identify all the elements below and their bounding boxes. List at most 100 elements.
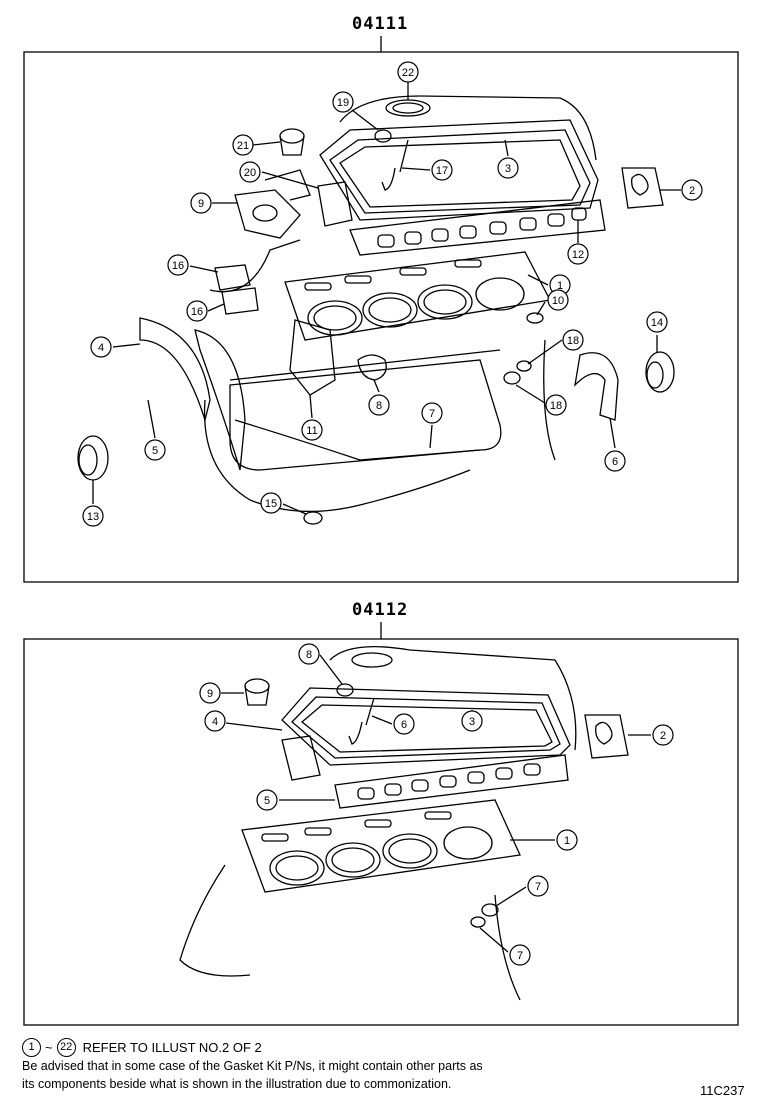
front-oil-seal-inner <box>78 444 98 476</box>
callout-top-20: 20 <box>239 161 261 183</box>
valve-cover-gasket-bottom <box>281 687 571 766</box>
o-ring <box>526 312 544 324</box>
cylinder-head-gasket <box>284 251 551 341</box>
svg-text:18: 18 <box>567 335 579 347</box>
callout-top-21: 21 <box>232 134 254 156</box>
callout-top-12: 12 <box>567 243 589 265</box>
illustration-code: 11C237 <box>700 1083 745 1098</box>
callout-top-18a: 18 <box>562 329 584 351</box>
svg-text:2: 2 <box>689 185 695 197</box>
callout-top-22: 22 <box>397 61 419 83</box>
svg-text:18: 18 <box>550 400 562 412</box>
reference-note: 1 ~ 22 REFER TO ILLUST NO.2 OF 2 <box>22 1038 483 1057</box>
svg-text:11: 11 <box>306 425 317 437</box>
svg-text:7: 7 <box>429 408 435 420</box>
exhaust-gasket <box>317 181 353 227</box>
exhaust-gasket-bottom <box>281 735 321 781</box>
small-gasket-16b <box>221 287 259 315</box>
panel-title-04111: 04111 <box>352 14 409 34</box>
callout-bottom-1: 1 <box>556 829 578 851</box>
oil-filler-cap <box>279 128 305 156</box>
leader-lines-top <box>92 82 681 515</box>
svg-text:19: 19 <box>337 97 349 109</box>
svg-text:7: 7 <box>535 881 541 893</box>
gasket-plate-hole <box>631 173 649 196</box>
oil-pump-gasket <box>357 354 387 381</box>
water-outlet-gasket <box>234 189 301 239</box>
cylinder-head-gasket-bottom <box>241 799 521 893</box>
callout-top-15: 15 <box>260 492 282 514</box>
callout-top-18b: 18 <box>545 394 567 416</box>
svg-text:3: 3 <box>505 163 511 175</box>
callout-top-16b: 16 <box>186 300 208 322</box>
svg-text:5: 5 <box>152 445 158 457</box>
callout-top-9: 9 <box>190 192 212 214</box>
svg-text:9: 9 <box>207 688 213 700</box>
svg-text:8: 8 <box>376 400 382 412</box>
drain-plug-gasket <box>303 511 323 525</box>
oil-filler-seal-inner <box>392 102 424 114</box>
rear-oil-seal <box>645 351 675 393</box>
callout-bottom-4: 4 <box>204 710 226 732</box>
intake-manifold-gasket-bottom <box>334 754 569 809</box>
callout-bottom-7b: 7 <box>509 944 531 966</box>
intake-manifold-gasket <box>349 199 606 256</box>
callout-top-14: 14 <box>646 311 668 333</box>
ref-text: REFER TO ILLUST NO.2 OF 2 <box>82 1039 262 1055</box>
water-outlet-pipe <box>264 169 311 201</box>
callout-top-2: 2 <box>681 179 703 201</box>
oil-filler-seal-bottom <box>351 652 393 668</box>
oil-pan-gasket <box>229 359 502 471</box>
gasket-plate-bottom <box>584 714 629 759</box>
dipstick-seal-bottom <box>348 697 375 745</box>
rear-cover-gasket <box>574 352 619 421</box>
svg-text:6: 6 <box>401 719 407 731</box>
advisory-line-1: Be advised that in some case of the Gask… <box>22 1059 483 1073</box>
callout-top-8: 8 <box>368 394 390 416</box>
svg-text:4: 4 <box>212 716 218 728</box>
panel-frame-04112 <box>23 638 739 1026</box>
callout-bottom-3: 3 <box>461 710 483 732</box>
svg-text:5: 5 <box>264 795 270 807</box>
engine-outline-bottom <box>179 646 577 1001</box>
svg-text:8: 8 <box>306 649 312 661</box>
callout-top-5: 5 <box>144 439 166 461</box>
o-ring-18a <box>503 371 521 385</box>
callout-top-19: 19 <box>332 91 354 113</box>
svg-text:21: 21 <box>237 140 249 152</box>
panel-frame-04111 <box>23 51 739 583</box>
svg-text:1: 1 <box>564 835 570 847</box>
o-ring-7a <box>481 903 499 917</box>
grommet <box>374 129 392 143</box>
callout-top-4: 4 <box>90 336 112 358</box>
svg-text:6: 6 <box>612 456 618 468</box>
callout-bottom-9: 9 <box>199 682 221 704</box>
callout-top-11: 11 <box>301 419 323 441</box>
svg-text:7: 7 <box>517 950 523 962</box>
callout-top-10: 10 <box>547 289 569 311</box>
callout-top-16a: 16 <box>167 254 189 276</box>
svg-text:10: 10 <box>552 295 564 307</box>
svg-text:4: 4 <box>98 342 104 354</box>
engine-outline <box>203 95 597 513</box>
advisory-line-2: its components beside what is shown in t… <box>22 1077 452 1091</box>
callout-top-3: 3 <box>497 157 519 179</box>
svg-text:16: 16 <box>191 306 203 318</box>
callout-top-13: 13 <box>82 505 104 527</box>
svg-text:17: 17 <box>436 165 448 177</box>
ref-end-circle: 22 <box>56 1038 76 1057</box>
timing-cover-gasket <box>139 317 211 423</box>
leader-lines-bottom <box>221 654 651 953</box>
callout-bottom-2: 2 <box>652 724 674 746</box>
callout-top-6: 6 <box>604 450 626 472</box>
callout-bottom-6: 6 <box>393 713 415 735</box>
svg-text:12: 12 <box>572 249 584 261</box>
svg-text:22: 22 <box>402 67 414 79</box>
svg-text:3: 3 <box>469 716 475 728</box>
svg-text:1: 1 <box>557 280 563 292</box>
callout-top-7: 7 <box>421 402 443 424</box>
ref-separator: ~ <box>45 1039 53 1055</box>
o-ring-7b <box>470 916 486 928</box>
o-ring-18b <box>516 360 532 372</box>
